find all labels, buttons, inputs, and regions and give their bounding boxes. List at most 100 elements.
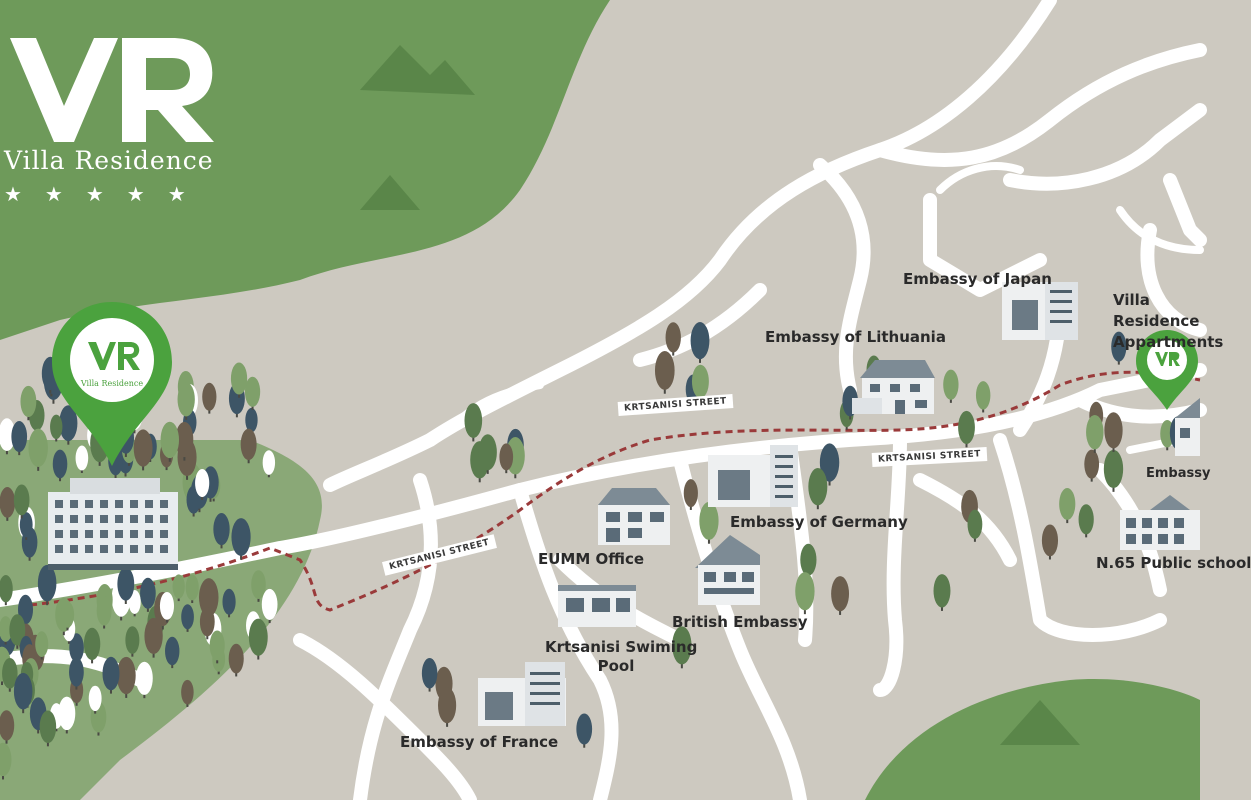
tree-icon (69, 657, 84, 690)
tree-icon (52, 449, 68, 482)
tree-icon (20, 385, 37, 421)
tree-icon (50, 414, 63, 442)
tree-icon (691, 364, 709, 402)
tree-icon (261, 588, 278, 624)
tree-icon (0, 575, 13, 606)
label-embassy-of-germany: Embassy of Germany (730, 513, 908, 531)
villa-residence-apartments-pin[interactable] (1134, 328, 1200, 412)
building-lithuania-embassy (852, 360, 935, 414)
map-base (0, 0, 1207, 800)
tree-icon (59, 405, 78, 445)
label-embassy-partial: Embassy (1146, 466, 1211, 481)
tree-icon (1111, 331, 1127, 365)
tree-icon (464, 403, 483, 442)
tree-icon (83, 627, 101, 664)
building-swimming-pool (558, 585, 636, 627)
tree-icon (88, 685, 102, 714)
tree-icon (967, 509, 983, 542)
tree-icon (800, 543, 817, 579)
tree-icon (240, 428, 257, 464)
roads (0, 0, 1207, 800)
tree-icon (75, 445, 89, 473)
label-n65-public-school: N.65 Public school (1096, 554, 1251, 572)
tree-icon (0, 710, 15, 744)
tree-icon (831, 576, 850, 615)
tree-icon (35, 631, 49, 660)
tree-icon (438, 687, 457, 727)
tree-icon (181, 679, 194, 707)
label-british-embassy: British Embassy (672, 613, 808, 631)
tree-icon (159, 591, 175, 623)
building-france-embassy (478, 662, 566, 726)
tree-icon (11, 421, 28, 456)
tree-icon (165, 636, 180, 669)
villa-residence-pin[interactable]: Villa Residence (50, 300, 174, 468)
tree-icon (665, 322, 681, 356)
tree-icon (144, 617, 163, 658)
tree-icon (1041, 524, 1059, 560)
tree-icon (195, 469, 210, 500)
tree-icon (975, 381, 991, 413)
tree-icon (213, 512, 230, 549)
tree-icon (133, 429, 153, 471)
villa-residence-hotel-building (48, 478, 178, 570)
tree-icon (576, 713, 593, 748)
logo-monogram-icon (10, 38, 214, 142)
tree-icon (478, 434, 497, 474)
logo-name: Villa Residence (4, 146, 214, 175)
tree-icon (185, 574, 199, 604)
tree-icon (2, 658, 18, 692)
tree-icon (209, 630, 225, 664)
tree-icon (244, 376, 261, 410)
tree-icon (58, 696, 76, 734)
tree-icon (1084, 449, 1100, 482)
tree-icon (135, 661, 153, 699)
building-embassy-right (1175, 398, 1200, 456)
tree-icon (251, 570, 266, 602)
tree-icon (230, 362, 248, 398)
tree-icon (699, 501, 719, 544)
trees-scattered (421, 322, 1187, 748)
tree-icon (0, 616, 13, 645)
tree-icon (795, 572, 815, 615)
tree-icon (943, 369, 959, 403)
tree-icon (37, 564, 57, 606)
label-villa-residence-appartments: Villa Residence Appartments (1113, 291, 1224, 351)
tree-icon (1078, 504, 1094, 538)
building-eumm-office (598, 488, 670, 545)
tree-icon (19, 512, 33, 540)
building-japan-embassy (1002, 282, 1078, 340)
tree-icon (117, 567, 135, 604)
tree-icon (140, 577, 156, 612)
building-public-school (1120, 495, 1200, 550)
tree-icon (262, 450, 276, 478)
tree-icon (13, 672, 33, 714)
tree-icon (199, 607, 215, 640)
tree-icon (1103, 449, 1124, 492)
building-germany-embassy (708, 445, 798, 507)
tree-icon (175, 421, 194, 461)
pin-name: Villa Residence (80, 379, 144, 388)
tree-icon (499, 443, 514, 474)
tree-icon (654, 351, 675, 394)
tree-icon (808, 467, 828, 510)
building-british-embassy (695, 535, 760, 605)
tree-icon (1059, 487, 1076, 524)
tree-icon (421, 657, 438, 692)
tree-icon (231, 518, 251, 560)
tree-icon (102, 656, 120, 694)
tree-icon (172, 574, 185, 602)
tree-icon (13, 484, 30, 519)
tree-icon (958, 410, 975, 448)
tree-icon (222, 588, 236, 618)
label-eumm-office: EUMM Office (538, 550, 645, 568)
tree-icon (1104, 412, 1123, 452)
tree-icon (60, 601, 75, 631)
label-embassy-of-lithuania: Embassy of Lithuania (765, 328, 946, 346)
tree-icon (181, 604, 194, 632)
tree-icon (0, 742, 12, 780)
tree-icon (202, 382, 217, 414)
tree-icon (228, 643, 244, 677)
label-embassy-of-france: Embassy of France (400, 733, 559, 751)
